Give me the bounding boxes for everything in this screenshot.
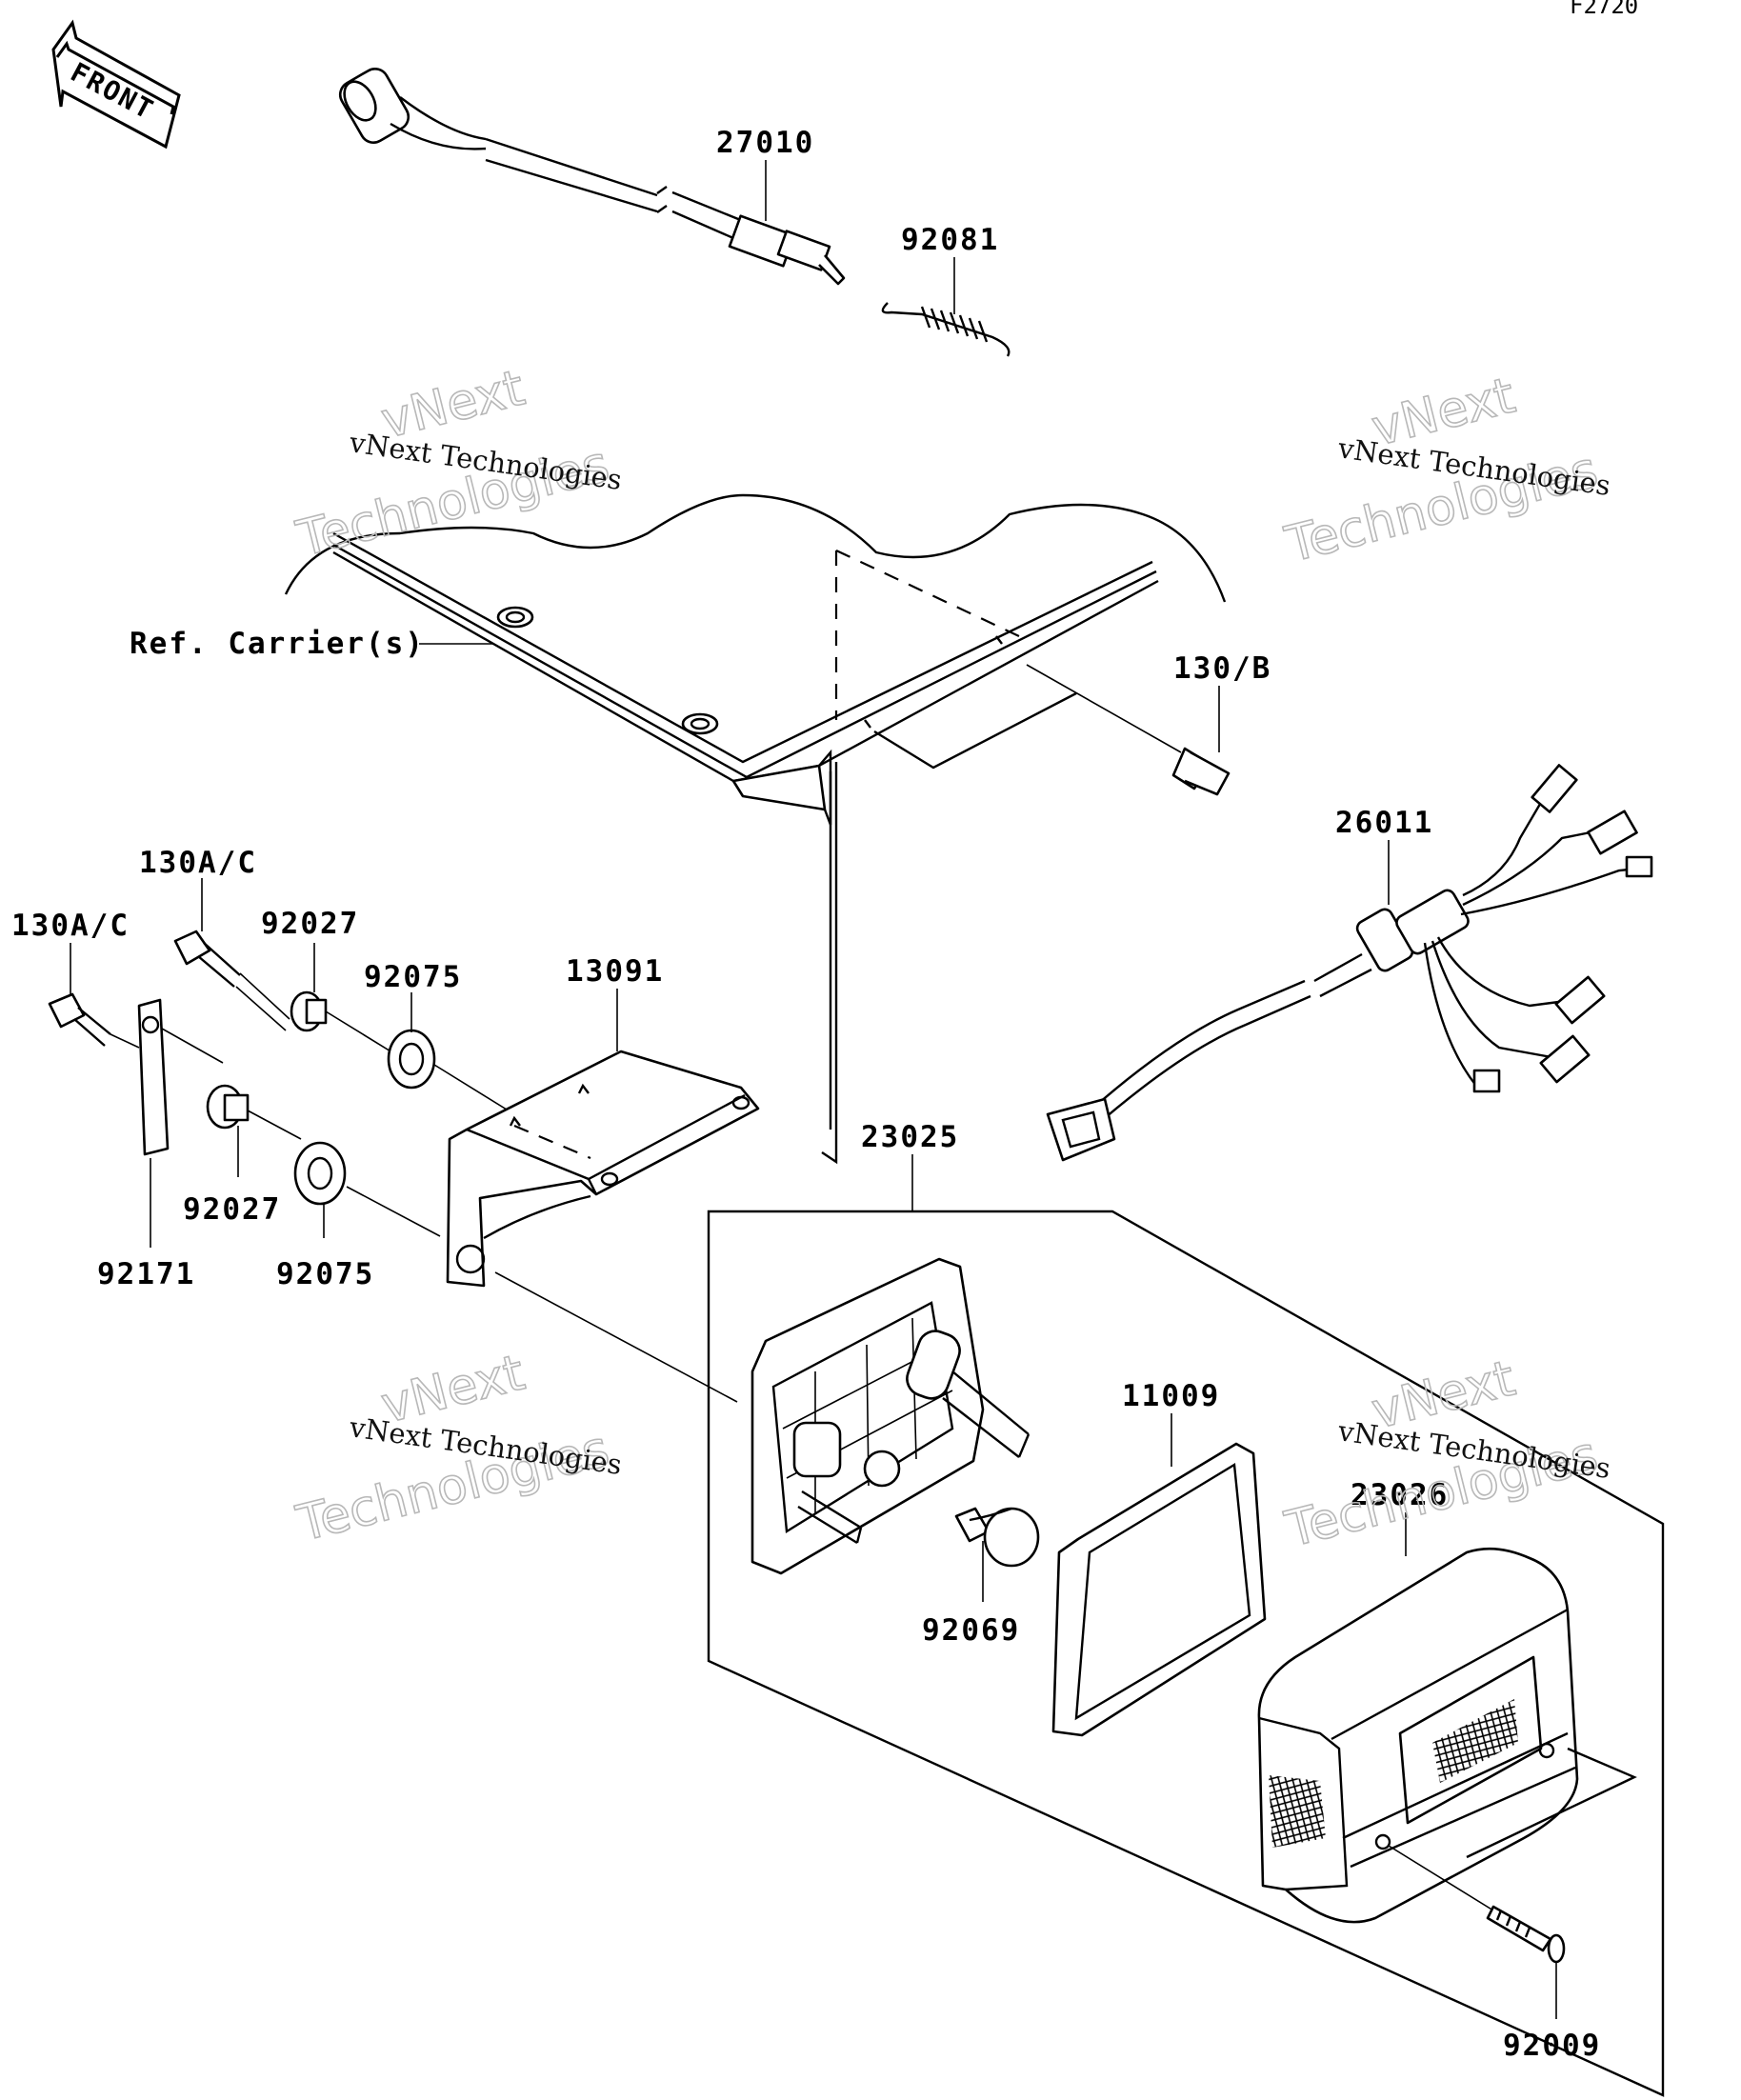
watermark-top-right: vNext Technologies vNext Technologies xyxy=(1279,367,1612,575)
bracket-connector-line xyxy=(494,1271,738,1403)
part-92075-bottom-grommet xyxy=(293,1141,441,1237)
label-23025: 23025 xyxy=(861,1120,959,1154)
part-92027-bottom-collar xyxy=(206,1084,302,1140)
label-92075-top: 92075 xyxy=(364,960,462,994)
part-lamp-base xyxy=(750,1257,1031,1575)
label-92069: 92069 xyxy=(922,1613,1020,1648)
label-23026: 23026 xyxy=(1351,1478,1449,1512)
label-92171: 92171 xyxy=(97,1257,195,1291)
part-130ac-left-bolt xyxy=(48,992,140,1049)
watermark-bottom-right: vNext Technologies vNext Technologies xyxy=(1279,1350,1612,1560)
part-26011-wire-harness xyxy=(1046,764,1653,1162)
part-92027-top-collar xyxy=(290,990,401,1058)
carrier-plate xyxy=(284,493,1227,1165)
label-130ac-left: 130A/C xyxy=(11,909,130,943)
watermark-top-left: vNext Technologies vNext Technologies xyxy=(290,359,624,570)
label-13091: 13091 xyxy=(566,954,664,989)
part-13091-bracket xyxy=(446,1050,760,1288)
page-code: F2720 xyxy=(1570,0,1638,19)
label-92027-bottom: 92027 xyxy=(183,1192,281,1227)
label-92027-top: 92027 xyxy=(261,907,359,941)
label-130ac-top: 130A/C xyxy=(139,846,257,880)
label-92075-bottom: 92075 xyxy=(276,1257,374,1291)
part-130b-bolt xyxy=(1026,664,1231,796)
front-direction-arrow-icon: FRONT xyxy=(51,19,181,150)
label-11009: 11009 xyxy=(1122,1379,1220,1413)
label-92081: 92081 xyxy=(901,223,999,257)
part-92081-spring xyxy=(881,302,1011,357)
label-ref-carrier: Ref. Carrier(s) xyxy=(130,627,425,661)
part-11009-gasket xyxy=(1051,1442,1267,1737)
part-130ac-top-bolt xyxy=(173,930,290,1031)
lamp-assembly-outline xyxy=(707,1210,1665,2097)
label-130b: 130/B xyxy=(1173,651,1271,686)
label-26011: 26011 xyxy=(1335,806,1433,840)
watermark-bottom-left: vNext Technologies vNext Technologies xyxy=(290,1344,624,1554)
part-92171-clamp xyxy=(137,998,224,1156)
part-92075-top-grommet xyxy=(387,1029,515,1115)
label-92009: 92009 xyxy=(1503,2029,1601,2063)
part-23026-lens xyxy=(1257,1547,1637,1924)
part-92069-bulb xyxy=(954,1507,1040,1568)
label-27010: 27010 xyxy=(716,126,814,160)
part-27010-brake-switch xyxy=(338,68,846,286)
